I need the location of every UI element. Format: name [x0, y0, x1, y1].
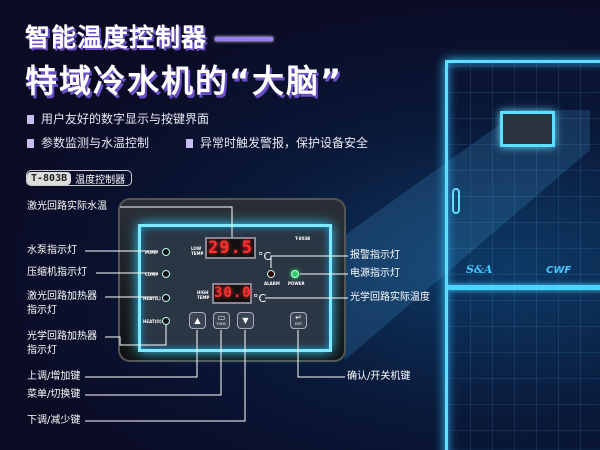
leader-line: [85, 330, 246, 422]
high-temp-unit: °C: [253, 292, 267, 305]
callout-heat-l-2: 指示灯: [27, 305, 57, 316]
callout-heat-l: 激光回路加热器: [27, 291, 97, 302]
high-temp-display: 30.0: [212, 283, 252, 304]
heat-o-led: [162, 317, 170, 325]
low-temp-label: LOW TEMP: [191, 246, 204, 256]
heat-o-label: HEAT(O): [143, 319, 162, 324]
machine-divider: [448, 285, 600, 290]
ent-button[interactable]: ↵ENT: [290, 312, 307, 329]
func-label: FUNC: [216, 321, 227, 326]
leader-line: [297, 330, 345, 378]
low-temp-unit: °C: [258, 250, 272, 263]
leader-line: [270, 255, 348, 268]
comp-label: COMP: [145, 272, 159, 277]
badge-model: T-803B: [27, 171, 72, 185]
callout-alarm: 报警指示灯: [350, 250, 400, 261]
leader-line: [120, 206, 233, 237]
callout-heat-o-2: 指示灯: [27, 345, 57, 356]
pump-label: PUMP: [145, 250, 159, 255]
power-led: [291, 270, 299, 278]
callout-up: 上调/增加键: [27, 371, 81, 382]
leader-line: [105, 325, 167, 346]
title-dash: [215, 37, 274, 41]
badge-name: 温度控制器: [75, 174, 126, 186]
alarm-led: [267, 270, 275, 278]
callout-ent: 确认/开关机键: [347, 371, 411, 382]
high-temp-label: HIGH TEMP: [197, 290, 210, 300]
up-button[interactable]: ▲: [189, 312, 206, 329]
power-label: POWER: [288, 281, 305, 286]
callout-func: 菜单/切换键: [27, 389, 81, 400]
machine-handle: [452, 188, 460, 214]
alarm-label: ALARM: [264, 281, 280, 286]
func-button[interactable]: ▭FUNC: [213, 312, 230, 329]
ent-label: ENT: [295, 321, 302, 326]
page-subtitle: 特域冷水机的“大脑”: [25, 62, 344, 100]
callout-comp: 压缩机指示灯: [27, 267, 87, 278]
callout-low-temp: 激光回路实际水温: [27, 201, 107, 212]
down-button[interactable]: ▼: [237, 312, 254, 329]
comp-led: [162, 270, 170, 278]
feature-item: 参数监测与水温控制: [27, 134, 149, 151]
low-temp-display: 29.5: [205, 237, 256, 259]
feature-item: 异常时触发警报，保护设备安全: [186, 134, 368, 151]
chiller-wireframe: S&A CWF: [445, 60, 600, 450]
page-title: 智能温度控制器: [25, 18, 274, 54]
callout-power: 电源指示灯: [350, 268, 400, 279]
title-line-1: 智能温度控制器: [25, 23, 208, 52]
heat-l-led: [162, 294, 170, 302]
pump-led: [162, 248, 170, 256]
panel-model: T-803B: [295, 236, 311, 241]
machine-brand: S&A: [466, 263, 493, 276]
callout-heat-o: 光学回路加热器: [27, 331, 97, 342]
feature-item: 用户友好的数字显示与按键界面: [27, 110, 209, 127]
callout-high-temp: 光学回路实际温度: [350, 292, 430, 303]
leader-line: [85, 330, 222, 396]
heat-l-label: HEAT(L): [143, 296, 161, 301]
callout-down: 下调/减少键: [27, 415, 81, 426]
machine-controller-screen: [500, 111, 555, 147]
callout-pump: 水泵指示灯: [27, 245, 77, 256]
leader-line: [85, 330, 198, 378]
machine-model: CWF: [546, 265, 572, 276]
